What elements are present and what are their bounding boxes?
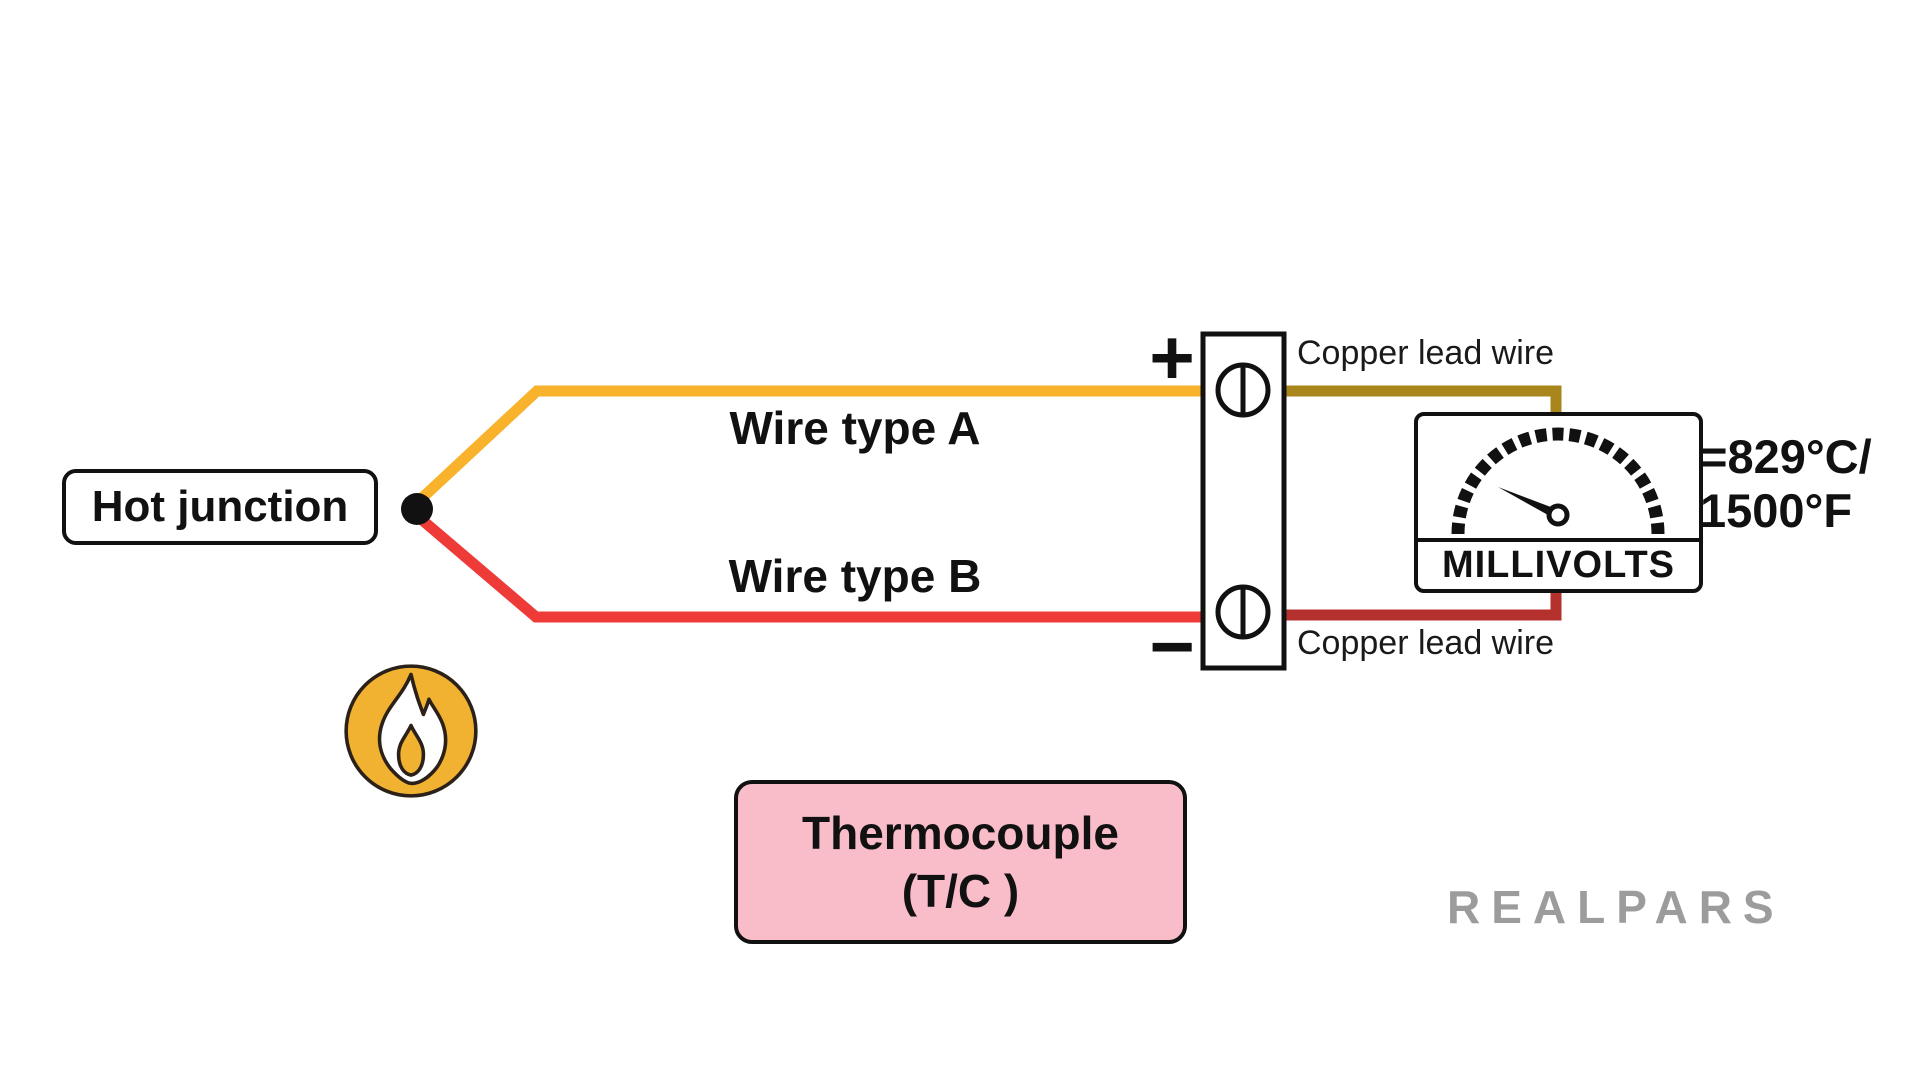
copper-lead-wire-bottom-label: Copper lead wire [1297,624,1555,662]
thermocouple-label-line1: Thermocouple [802,807,1119,859]
wire-type-a-label: Wire type A [729,402,981,454]
wire-type-b-label: Wire type B [728,550,982,602]
copper-lead-wire-top-label: Copper lead wire [1297,334,1555,372]
hot-junction-label: Hot junction [62,469,378,545]
wire-type-b [417,514,1202,623]
flame-inner-shape [396,723,426,777]
screw-terminal-minus-icon [1215,584,1271,640]
temperature-reading-line2: 1500°F [1700,484,1853,537]
analog-gauge-icon [1418,416,1699,538]
millivolt-meter: MILLIVOLTS [1414,412,1703,593]
thermocouple-label-box: Thermocouple (T/C ) [734,780,1187,944]
gauge-svg [1451,427,1665,535]
junction-dot [401,493,433,525]
plus-sign: + [1149,313,1195,401]
flame-icon [342,662,480,800]
wire-type-a [417,385,1202,504]
minus-sign: − [1149,602,1195,690]
temperature-reading-line1: =829°C/ [1700,430,1872,483]
millivolts-label: MILLIVOLTS [1418,538,1699,589]
gauge-scale-arc [1451,427,1665,535]
temperature-reading: =829°C/ 1500°F [1700,430,1872,538]
thermocouple-label-line2: (T/C ) [901,865,1020,917]
terminal-block [1200,331,1287,671]
screw-terminal-plus-icon [1215,362,1271,418]
gauge-needle [1498,487,1560,520]
flame-icon-svg [344,664,478,798]
gauge-needle-hub [1546,503,1570,527]
copper-lead-wire-bottom [1286,588,1562,621]
realpars-logo: REALPARS [1447,881,1785,933]
